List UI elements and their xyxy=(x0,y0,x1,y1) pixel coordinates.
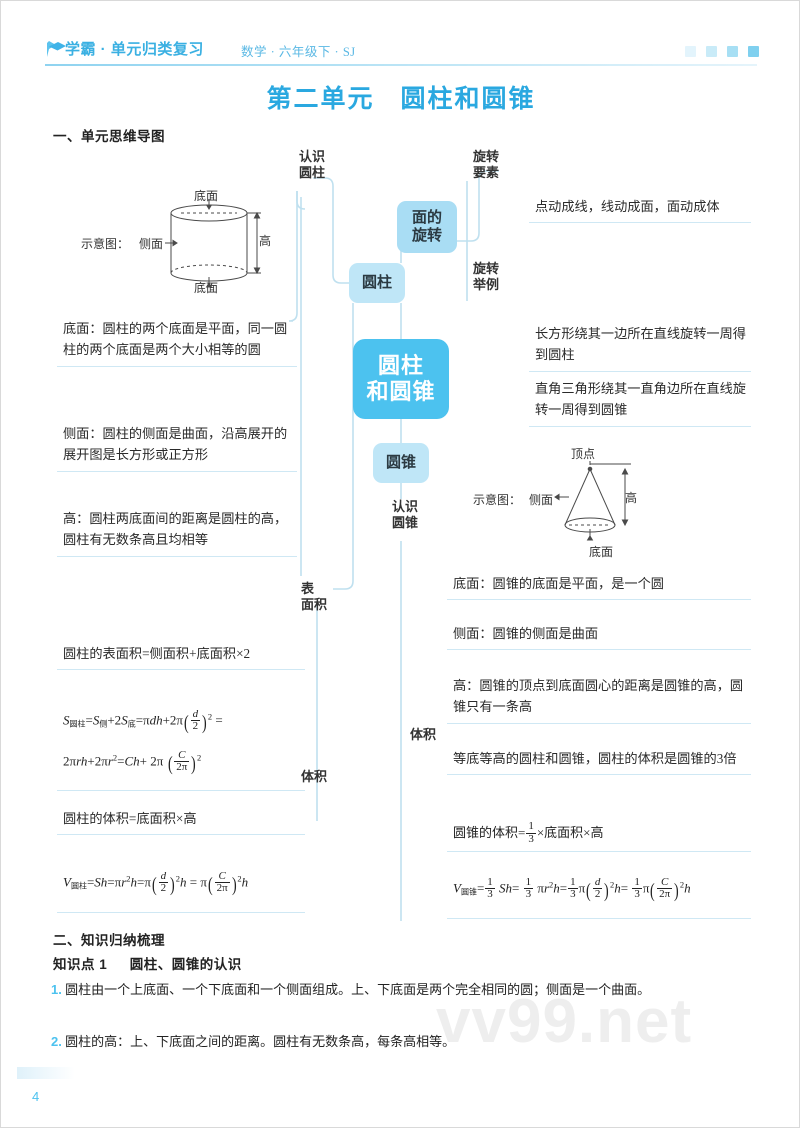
knowledge-point-label: 知识点 1 xyxy=(53,957,108,972)
page-number: 4 xyxy=(32,1089,40,1104)
header-square-1 xyxy=(685,46,696,57)
mindmap-node-cone[interactable]: 圆锥 xyxy=(373,443,429,483)
cylinder-height-label: 高 xyxy=(259,234,272,248)
mindmap-label-know-cone: 认识 圆锥 xyxy=(391,499,418,530)
header-square-2 xyxy=(706,46,717,57)
knowledge-item-text-2: 圆柱的高：上、下底面之间的距离。圆柱有无数条高，每条高相等。 xyxy=(65,1034,456,1049)
mindmap-root-label: 圆柱 和圆锥 xyxy=(366,353,436,404)
cylinder-schematic: 示意图： 侧面 底面 底面 高 xyxy=(81,187,291,299)
watermark: vv99.net xyxy=(436,987,693,1056)
cylinder-side-label: 侧面 xyxy=(139,237,164,251)
mindmap-node-cylinder-label: 圆柱 xyxy=(361,274,392,292)
leaf-cylinder-base: 底面：圆柱的两个底面是平面，同一圆柱的两个底面是两个大小相等的圆 xyxy=(57,316,297,367)
leaf-cylinder-surface-area-text: 圆柱的表面积=侧面积+底面积×2 xyxy=(63,646,251,661)
leaf-cylinder-height: 高：圆柱两底面间的距离是圆柱的高，圆柱有无数条高且均相等 xyxy=(57,506,297,557)
header-brand: 学霸 · 单元归类复习 xyxy=(65,41,204,58)
header-square-4 xyxy=(748,46,759,57)
knowledge-item-text-1: 圆柱由一个上底面、一个下底面和一个侧面组成。上、下底面是两个完全相同的圆；侧面是… xyxy=(65,982,651,997)
section-heading-knowledge: 二、知识归纳梳理 xyxy=(53,933,165,948)
knowledge-item-number-2: 2. xyxy=(51,1034,62,1049)
cone-apex-label: 顶点 xyxy=(571,447,596,461)
knowledge-point-title: 圆柱、圆锥的认识 xyxy=(129,957,242,972)
cone-schematic-caption: 示意图： xyxy=(473,493,522,507)
unit-name: 圆柱和圆锥 xyxy=(400,86,536,113)
leaf-cone-side: 侧面：圆锥的侧面是曲面 xyxy=(447,621,751,651)
page-number-bar xyxy=(17,1067,75,1079)
cylinder-schematic-caption: 示意图： xyxy=(81,237,130,251)
leaf-rotation-example-cylinder: 长方形绕其一边所在直线旋转一周得到圆柱 xyxy=(529,321,751,372)
mindmap-node-surface-rotation-label: 面的 旋转 xyxy=(411,209,442,244)
leaf-cylinder-side: 侧面：圆柱的侧面是曲面，沿高展开的展开图是长方形或正方形 xyxy=(57,421,297,472)
cone-schematic: 示意图： 侧面 顶点 底面 高 xyxy=(473,445,683,563)
mindmap-node-cone-label: 圆锥 xyxy=(385,454,416,472)
graduation-cap-icon xyxy=(47,41,66,57)
cone-height-label: 高 xyxy=(625,491,638,505)
page-header: 学霸 · 单元归类复习 数学 · 六年级下 · SJ xyxy=(45,37,759,67)
section-heading-mindmap: 一、单元思维导图 xyxy=(53,129,165,144)
header-square-3 xyxy=(727,46,738,57)
header-subject: 数学 · 六年级下 · SJ xyxy=(241,45,356,59)
mindmap-label-surface-area: 表 面积 xyxy=(301,581,328,612)
knowledge-item-number-1: 1. xyxy=(51,982,62,997)
mindmap-label-volume-cylinder: 体积 xyxy=(301,769,328,784)
knowledge-point-heading: 知识点 1 圆柱、圆锥的认识 xyxy=(53,953,242,973)
knowledge-list-item-2: 2. 圆柱的高：上、下底面之间的距离。圆柱有无数条高，每条高相等。 xyxy=(51,1031,757,1054)
leaf-cone-height: 高：圆锥的顶点到底面圆心的距离是圆锥的高，圆锥只有一条高 xyxy=(447,673,751,724)
mindmap-label-rotation-examples: 旋转 举例 xyxy=(473,261,500,292)
leaf-rotation-example-cone: 直角三角形绕其一直角边所在直线旋转一周得到圆锥 xyxy=(529,376,751,427)
cylinder-top-base-label: 底面 xyxy=(194,189,219,203)
mindmap-node-surface-rotation[interactable]: 面的 旋转 xyxy=(397,201,457,253)
unit-number: 第二单元 xyxy=(266,86,375,113)
mindmap-label-rotation-elements: 旋转 要素 xyxy=(473,149,500,180)
leaf-cylinder-volume: 圆柱的体积=底面积×高 xyxy=(57,806,305,836)
cylinder-bottom-base-label: 底面 xyxy=(194,281,219,295)
mindmap-root-node[interactable]: 圆柱 和圆锥 xyxy=(353,339,449,419)
leaf-cone-base: 底面：圆锥的底面是平面，是一个圆 xyxy=(447,571,751,601)
leaf-cone-volume-ratio: 等底等高的圆柱和圆锥，圆柱的体积是圆锥的3倍 xyxy=(447,746,751,776)
cylinder-shape xyxy=(165,199,261,288)
header-rule xyxy=(45,64,757,66)
cone-shape xyxy=(554,461,631,541)
mindmap-label-know-cylinder: 认识 圆柱 xyxy=(298,149,325,180)
leaf-rotation-elements: 点动成线，线动成面，面动成体 xyxy=(529,194,751,224)
mindmap-label-volume-cone: 体积 xyxy=(410,727,437,742)
mindmap-node-cylinder[interactable]: 圆柱 xyxy=(349,263,405,303)
page-title: 第二单元圆柱和圆锥 xyxy=(1,79,800,115)
cone-base-label: 底面 xyxy=(589,545,614,559)
cone-side-label: 侧面 xyxy=(529,493,554,507)
knowledge-list-item-1: 1. 圆柱由一个上底面、一个下底面和一个侧面组成。上、下底面是两个完全相同的圆；… xyxy=(51,979,757,1002)
leaf-cylinder-surface-area: 圆柱的表面积=侧面积+底面积×2 xyxy=(57,641,305,671)
